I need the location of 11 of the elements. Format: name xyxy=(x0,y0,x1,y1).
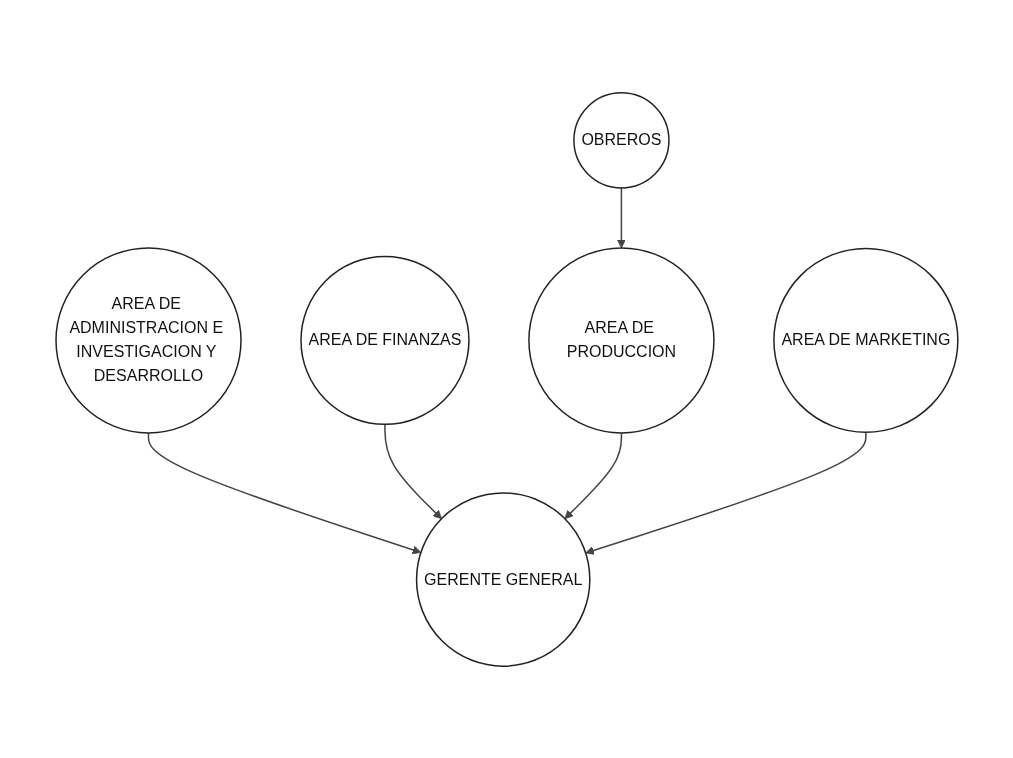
node-circle: AREA DE FINANZAS xyxy=(299,255,470,425)
arrow xyxy=(616,186,626,248)
node-circle: GERENTE GENERAL xyxy=(415,491,591,667)
arrow xyxy=(564,431,622,519)
node-circle: OBREROS xyxy=(572,91,670,189)
node-circle: AREA DE ADMINISTRACION E INVESTIGACION Y DESARROLLO xyxy=(54,246,242,434)
arrow xyxy=(147,431,421,554)
arrow xyxy=(383,423,442,519)
node-circle: AREA DE PRODUCCION xyxy=(527,246,715,434)
node-circle: AREA DE MARKETING xyxy=(772,247,959,433)
arrow xyxy=(584,431,867,555)
